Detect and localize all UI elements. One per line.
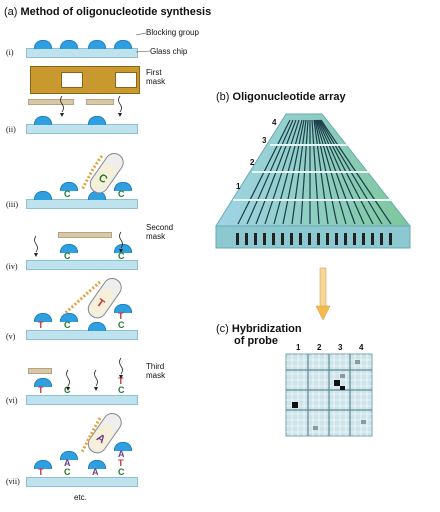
blocking-group bbox=[34, 191, 52, 200]
blocking-group bbox=[60, 451, 78, 460]
nucleotide-c: C bbox=[118, 467, 125, 477]
probe-col-number: 3 bbox=[338, 343, 343, 352]
mask-window bbox=[115, 72, 137, 88]
nucleotide-c: C bbox=[64, 189, 71, 199]
blocking-group bbox=[34, 378, 52, 387]
blocking-group bbox=[114, 182, 132, 191]
glass-chip bbox=[26, 124, 138, 134]
nucleotide-t: T bbox=[118, 376, 124, 386]
probe-col-number: 1 bbox=[296, 343, 301, 352]
probe-col-number: 2 bbox=[317, 343, 322, 352]
blocking-group bbox=[60, 244, 78, 253]
panel-c-title: (c) Hybridization of probe bbox=[216, 323, 302, 347]
array-row-number: 3 bbox=[262, 136, 267, 145]
step-label-vii: (vii) bbox=[6, 477, 20, 486]
first-mask bbox=[30, 66, 140, 94]
blocking-group-label: Blocking group bbox=[146, 28, 199, 37]
faint-spot bbox=[313, 426, 318, 430]
nucleotide-a: A bbox=[64, 458, 71, 468]
blocking-group bbox=[114, 244, 132, 253]
nucleotide-t: T bbox=[38, 385, 44, 395]
nucleotide-t: T bbox=[118, 311, 124, 321]
nucleotide-t: T bbox=[118, 458, 124, 468]
test-tube-a: A bbox=[87, 413, 122, 454]
blocking-group bbox=[88, 322, 106, 331]
step-label-v: (v) bbox=[6, 332, 16, 341]
nucleotide-c: C bbox=[64, 320, 71, 330]
blocking-group bbox=[88, 40, 106, 49]
test-tube-c: C bbox=[89, 153, 124, 194]
nucleotide-c: C bbox=[64, 251, 71, 261]
nucleotide-t: T bbox=[38, 467, 44, 477]
mask-strip bbox=[86, 99, 114, 105]
light-arrow bbox=[34, 235, 38, 253]
step-label-ii: (ii) bbox=[6, 125, 16, 134]
blocking-group bbox=[114, 304, 132, 313]
blocking-group bbox=[34, 313, 52, 322]
light-arrow bbox=[66, 369, 70, 387]
step-label-iii: (iii) bbox=[6, 200, 18, 209]
light-arrow bbox=[119, 231, 123, 249]
first-mask-label: First mask bbox=[146, 68, 166, 86]
blocking-group bbox=[114, 40, 132, 49]
glass-chip bbox=[26, 260, 138, 270]
mask-strip bbox=[28, 99, 74, 105]
mask-strip bbox=[28, 368, 52, 374]
glass-chip bbox=[26, 48, 138, 58]
glass-chip bbox=[26, 330, 138, 340]
step-label-vi: (vi) bbox=[6, 396, 18, 405]
hybridized-spot bbox=[340, 386, 345, 390]
array-row-number: 2 bbox=[250, 158, 255, 167]
blocking-group bbox=[60, 313, 78, 322]
nucleotide-c: C bbox=[118, 385, 125, 395]
test-tube-t: T bbox=[87, 278, 122, 319]
nucleotide-c: C bbox=[64, 385, 71, 395]
nucleotide-c: C bbox=[118, 189, 125, 199]
nucleotide-a: A bbox=[118, 449, 125, 459]
etc-label: etc. bbox=[74, 493, 87, 502]
light-arrow bbox=[94, 369, 98, 387]
hybridized-spot bbox=[334, 380, 340, 386]
array-row-number: 4 bbox=[272, 118, 277, 127]
blocking-group bbox=[34, 460, 52, 469]
blocking-group bbox=[88, 460, 106, 469]
panel-b-title: (b) Oligonucleotide array bbox=[216, 91, 346, 103]
mask-window bbox=[61, 72, 83, 88]
nucleotide-c: C bbox=[64, 467, 71, 477]
nucleotide-a: A bbox=[92, 467, 99, 477]
probe-col-number: 4 bbox=[359, 343, 364, 352]
nucleotide-c: C bbox=[118, 251, 125, 261]
blocking-group bbox=[88, 116, 106, 125]
faint-spot bbox=[355, 360, 360, 364]
faint-spot bbox=[361, 420, 366, 424]
blocking-group bbox=[34, 116, 52, 125]
nucleotide-t: T bbox=[38, 320, 44, 330]
light-arrow bbox=[119, 357, 123, 375]
hybridized-spot bbox=[292, 402, 298, 408]
light-arrow bbox=[60, 95, 64, 113]
second-mask-label: Second mask bbox=[146, 223, 174, 241]
glass-chip bbox=[26, 477, 138, 487]
blocking-group bbox=[34, 40, 52, 49]
step-label-i: (i) bbox=[6, 48, 14, 57]
blocking-group bbox=[60, 40, 78, 49]
glass-chip bbox=[26, 199, 138, 209]
mask-strip bbox=[58, 232, 112, 238]
step-label-iv: (iv) bbox=[6, 262, 18, 271]
nucleotide-c: C bbox=[118, 320, 125, 330]
panel-a-title: (a) Method of oligonucleotide synthesis bbox=[4, 6, 212, 18]
blocking-group bbox=[114, 442, 132, 451]
blocking-group bbox=[60, 182, 78, 191]
array-row-number: 1 bbox=[236, 182, 241, 191]
third-mask-label: Third mask bbox=[146, 362, 166, 380]
faint-spot bbox=[340, 374, 345, 378]
light-arrow bbox=[118, 95, 122, 113]
glass-chip bbox=[26, 395, 138, 405]
glass-chip-label: Glass chip bbox=[150, 47, 188, 56]
